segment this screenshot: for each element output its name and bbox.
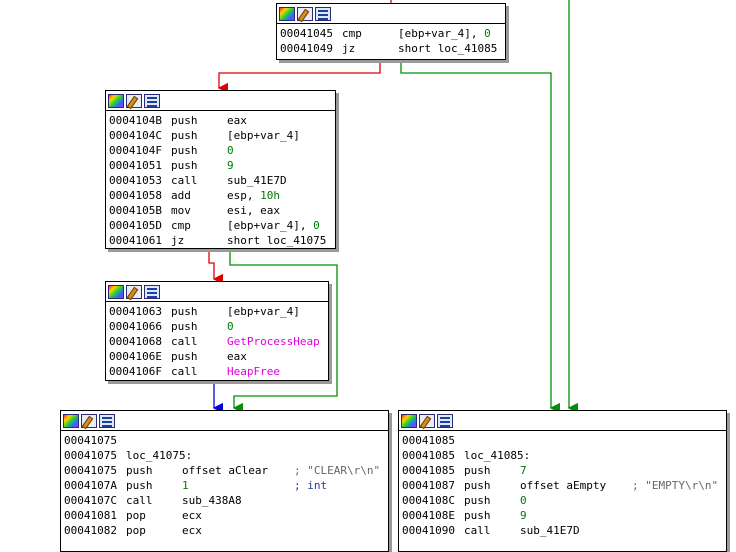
edge-b2-b3 — [208, 248, 224, 285]
asm-line[interactable]: 00041085 — [402, 434, 455, 447]
color-palette-icon[interactable] — [63, 413, 79, 428]
graph-overview-icon[interactable] — [99, 413, 115, 428]
color-palette-icon[interactable] — [279, 6, 295, 21]
block-header — [61, 411, 388, 431]
edit-pencil-icon[interactable] — [81, 413, 97, 428]
edit-pencil-icon[interactable] — [419, 413, 435, 428]
graph-overview-icon[interactable] — [437, 413, 453, 428]
edge-b1-b2 — [217, 59, 381, 94]
graph-overview-icon[interactable] — [144, 284, 160, 299]
color-palette-icon[interactable] — [108, 93, 124, 108]
edit-pencil-icon[interactable] — [126, 93, 142, 108]
graph-overview-icon[interactable] — [315, 6, 331, 21]
color-palette-icon[interactable] — [401, 413, 417, 428]
block-header — [399, 411, 726, 431]
color-palette-icon[interactable] — [108, 284, 124, 299]
edit-pencil-icon[interactable] — [297, 6, 313, 21]
edge-b1-b5 — [400, 59, 561, 414]
graph-overview-icon[interactable] — [144, 93, 160, 108]
edge-b2-b4 — [229, 248, 338, 414]
block-header — [106, 91, 335, 111]
asm-line[interactable]: 00041075 — [64, 434, 117, 447]
block-header — [277, 4, 505, 24]
edit-pencil-icon[interactable] — [126, 284, 142, 299]
block-header — [106, 282, 328, 302]
